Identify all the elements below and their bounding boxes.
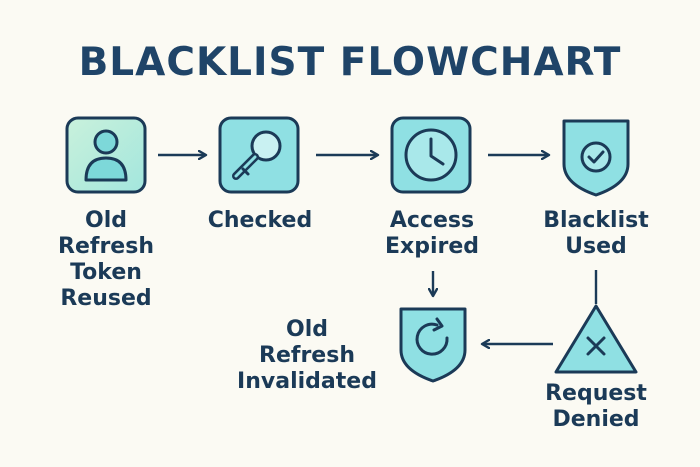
- user-icon: [65, 116, 147, 194]
- warning-x-icon: [554, 304, 638, 374]
- edge-arrows: [158, 155, 598, 344]
- node-label-old-refresh-invalidated: Old Refresh Invalidated: [237, 317, 377, 394]
- diagram-title: BLACKLIST FLOWCHART: [78, 40, 622, 85]
- node-label-access-expired: Access Expired: [384, 208, 480, 259]
- key-icon: [218, 116, 300, 194]
- node-label-request-denied: Request Denied: [545, 381, 647, 432]
- shield-check-icon: [562, 119, 630, 197]
- node-label-old-refresh-token: Old Refresh Token Reused: [58, 208, 154, 311]
- node-label-checked: Checked: [207, 208, 313, 233]
- shield-refresh-icon: [399, 307, 467, 383]
- node-label-blacklist-used: Blacklist Used: [543, 208, 649, 259]
- clock-icon: [390, 116, 472, 194]
